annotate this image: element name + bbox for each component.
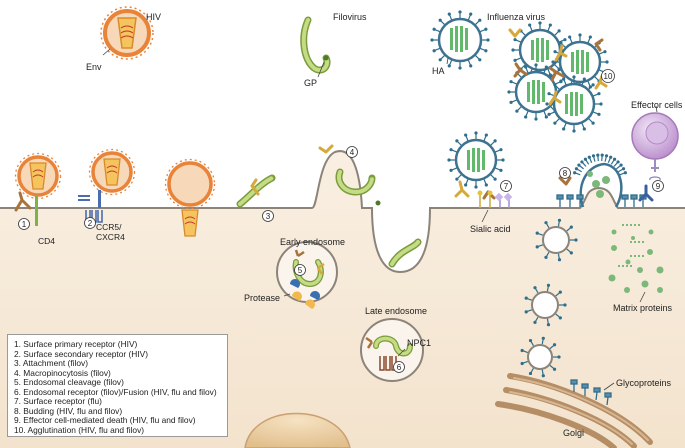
npc1-pointer [397, 348, 406, 357]
legend-item-7: 7. Surface receptor (flu) [14, 396, 102, 406]
legend-item-1: 1. Surface primary receptor (HIV) [14, 339, 138, 349]
gp-pointer [317, 61, 325, 78]
npc1-label: NPC1 [407, 338, 431, 348]
matrix-protein-dashes [618, 224, 646, 267]
protease-label: Protease [244, 293, 280, 303]
glycoproteins-label: Glycoproteins [616, 378, 672, 388]
svg-text:4: 4 [350, 148, 355, 157]
svg-text:8: 8 [563, 169, 568, 178]
legend-item-4: 4. Macropinocytosis (filov) [14, 367, 111, 378]
filovirus-label: Filovirus [333, 12, 367, 22]
golgi-apparatus [495, 373, 653, 448]
agglutination-cluster [507, 21, 609, 133]
step-marker-2: 2 [84, 217, 96, 229]
step-marker-3: 3 [262, 210, 274, 222]
flu-rna [450, 26, 468, 52]
protease-pointer [283, 293, 291, 297]
filovirus-macropinocytosis [318, 144, 381, 206]
svg-text:6: 6 [397, 363, 402, 372]
hiv-label: HIV [146, 12, 161, 22]
plasma-membrane [0, 150, 685, 274]
matrix-proteins-label: Matrix proteins [613, 303, 673, 313]
golgi-glycoproteins [570, 379, 612, 406]
svg-text:10: 10 [604, 72, 613, 81]
hiv-fusing [164, 158, 216, 237]
svg-text:1: 1 [22, 220, 27, 229]
filovirus-free [300, 16, 331, 74]
influenza-virion-free [430, 10, 490, 70]
svg-text:9: 9 [656, 182, 661, 191]
svg-text:3: 3 [266, 212, 271, 221]
matrix-pointer [639, 291, 646, 303]
svg-text:2: 2 [88, 219, 93, 228]
env-pointer [102, 48, 111, 56]
ha-pointer [446, 57, 449, 65]
sialic-acid-label: Sialic acid [470, 224, 511, 234]
filovirus-in-pocket [388, 238, 422, 268]
transport-vesicles [520, 218, 578, 378]
golgi-label: Golgi [563, 428, 584, 438]
effector-cells-label: Effector cells [631, 100, 683, 110]
svg-text:7: 7 [504, 182, 509, 191]
legend-item-6: 6. Endosomal receptor (filov)/Fusion (HI… [14, 386, 217, 397]
effector-cell [631, 112, 679, 202]
early-endosome [276, 241, 338, 303]
hiv-attached-cd4 [14, 152, 62, 226]
influenza-attached-sialic [447, 131, 505, 200]
legend-item-5: 5. Endosomal cleavage (filov) [14, 377, 124, 387]
step-marker-8: 8 [559, 167, 571, 179]
glycoproteins-pointer [603, 382, 615, 391]
ccr5-label-line1: CCR5/ [96, 222, 122, 232]
hiv-attached-ccr5 [78, 148, 136, 223]
ha-label: HA [432, 66, 445, 76]
effector-pointer [655, 105, 658, 113]
legend-item-10: 10. Agglutination (HIV, flu and filov) [14, 424, 145, 435]
step-marker-5: 5 [294, 264, 306, 276]
step-marker-9: 9 [652, 180, 664, 192]
late-endosome-label: Late endosome [365, 306, 427, 316]
nucleus [244, 412, 351, 448]
hiv-virion-free [100, 6, 154, 60]
budding-virion [558, 153, 627, 208]
ccr5-label-line2: CXCR4 [96, 232, 125, 242]
legend-item-3: 3. Attachment (filov) [14, 358, 89, 368]
legend-box: 1. Surface primary receptor (HIV) 2. Sur… [7, 334, 228, 437]
cd4-label: CD4 [38, 236, 55, 246]
step-marker-6: 6 [393, 361, 405, 373]
late-endosome [360, 318, 424, 382]
step-marker-7: 7 [500, 180, 512, 192]
env-label: Env [86, 62, 102, 72]
step-marker-10: 10 [601, 69, 615, 83]
gp-label: GP [304, 78, 317, 88]
filovirus-attached [236, 174, 276, 208]
influenza-label: Influenza virus [487, 12, 546, 22]
step-marker-1: 1 [18, 218, 30, 230]
step-marker-4: 4 [346, 146, 358, 158]
protease-molecules [292, 291, 315, 309]
early-endosome-label: Early endosome [280, 237, 345, 247]
legend-item-2: 2. Surface secondary receptor (HIV) [14, 348, 149, 359]
legend-item-9: 9. Effector cell-mediated death (HIV, fl… [14, 415, 196, 425]
legend-item-8: 8. Budding (HIV, flu and filov) [14, 405, 123, 416]
svg-text:5: 5 [298, 266, 303, 275]
sialic-acid-receptors [477, 190, 513, 208]
matrix-protein-dots [608, 229, 664, 293]
sialic-pointer [481, 209, 489, 223]
